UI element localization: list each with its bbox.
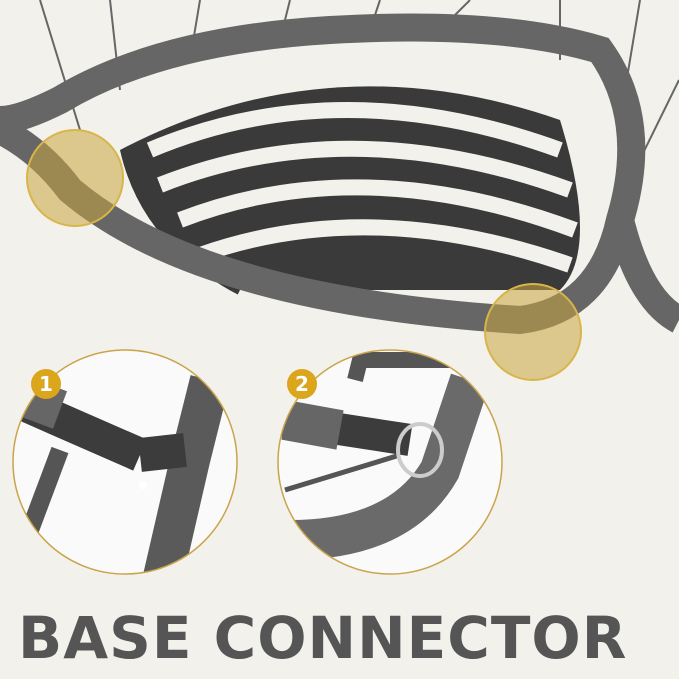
seat-slats [120,86,580,295]
highlight-connector-1 [26,129,124,227]
detail-circle-2 [277,349,503,575]
callout-badge-2: 2 [287,369,317,399]
detail-circle-1 [12,349,238,575]
highlight-connector-2 [484,283,582,381]
image-title: BASE CONNECTOR [18,604,628,672]
wrapped-rim [0,13,646,335]
callout-badge-1: 1 [31,369,61,399]
